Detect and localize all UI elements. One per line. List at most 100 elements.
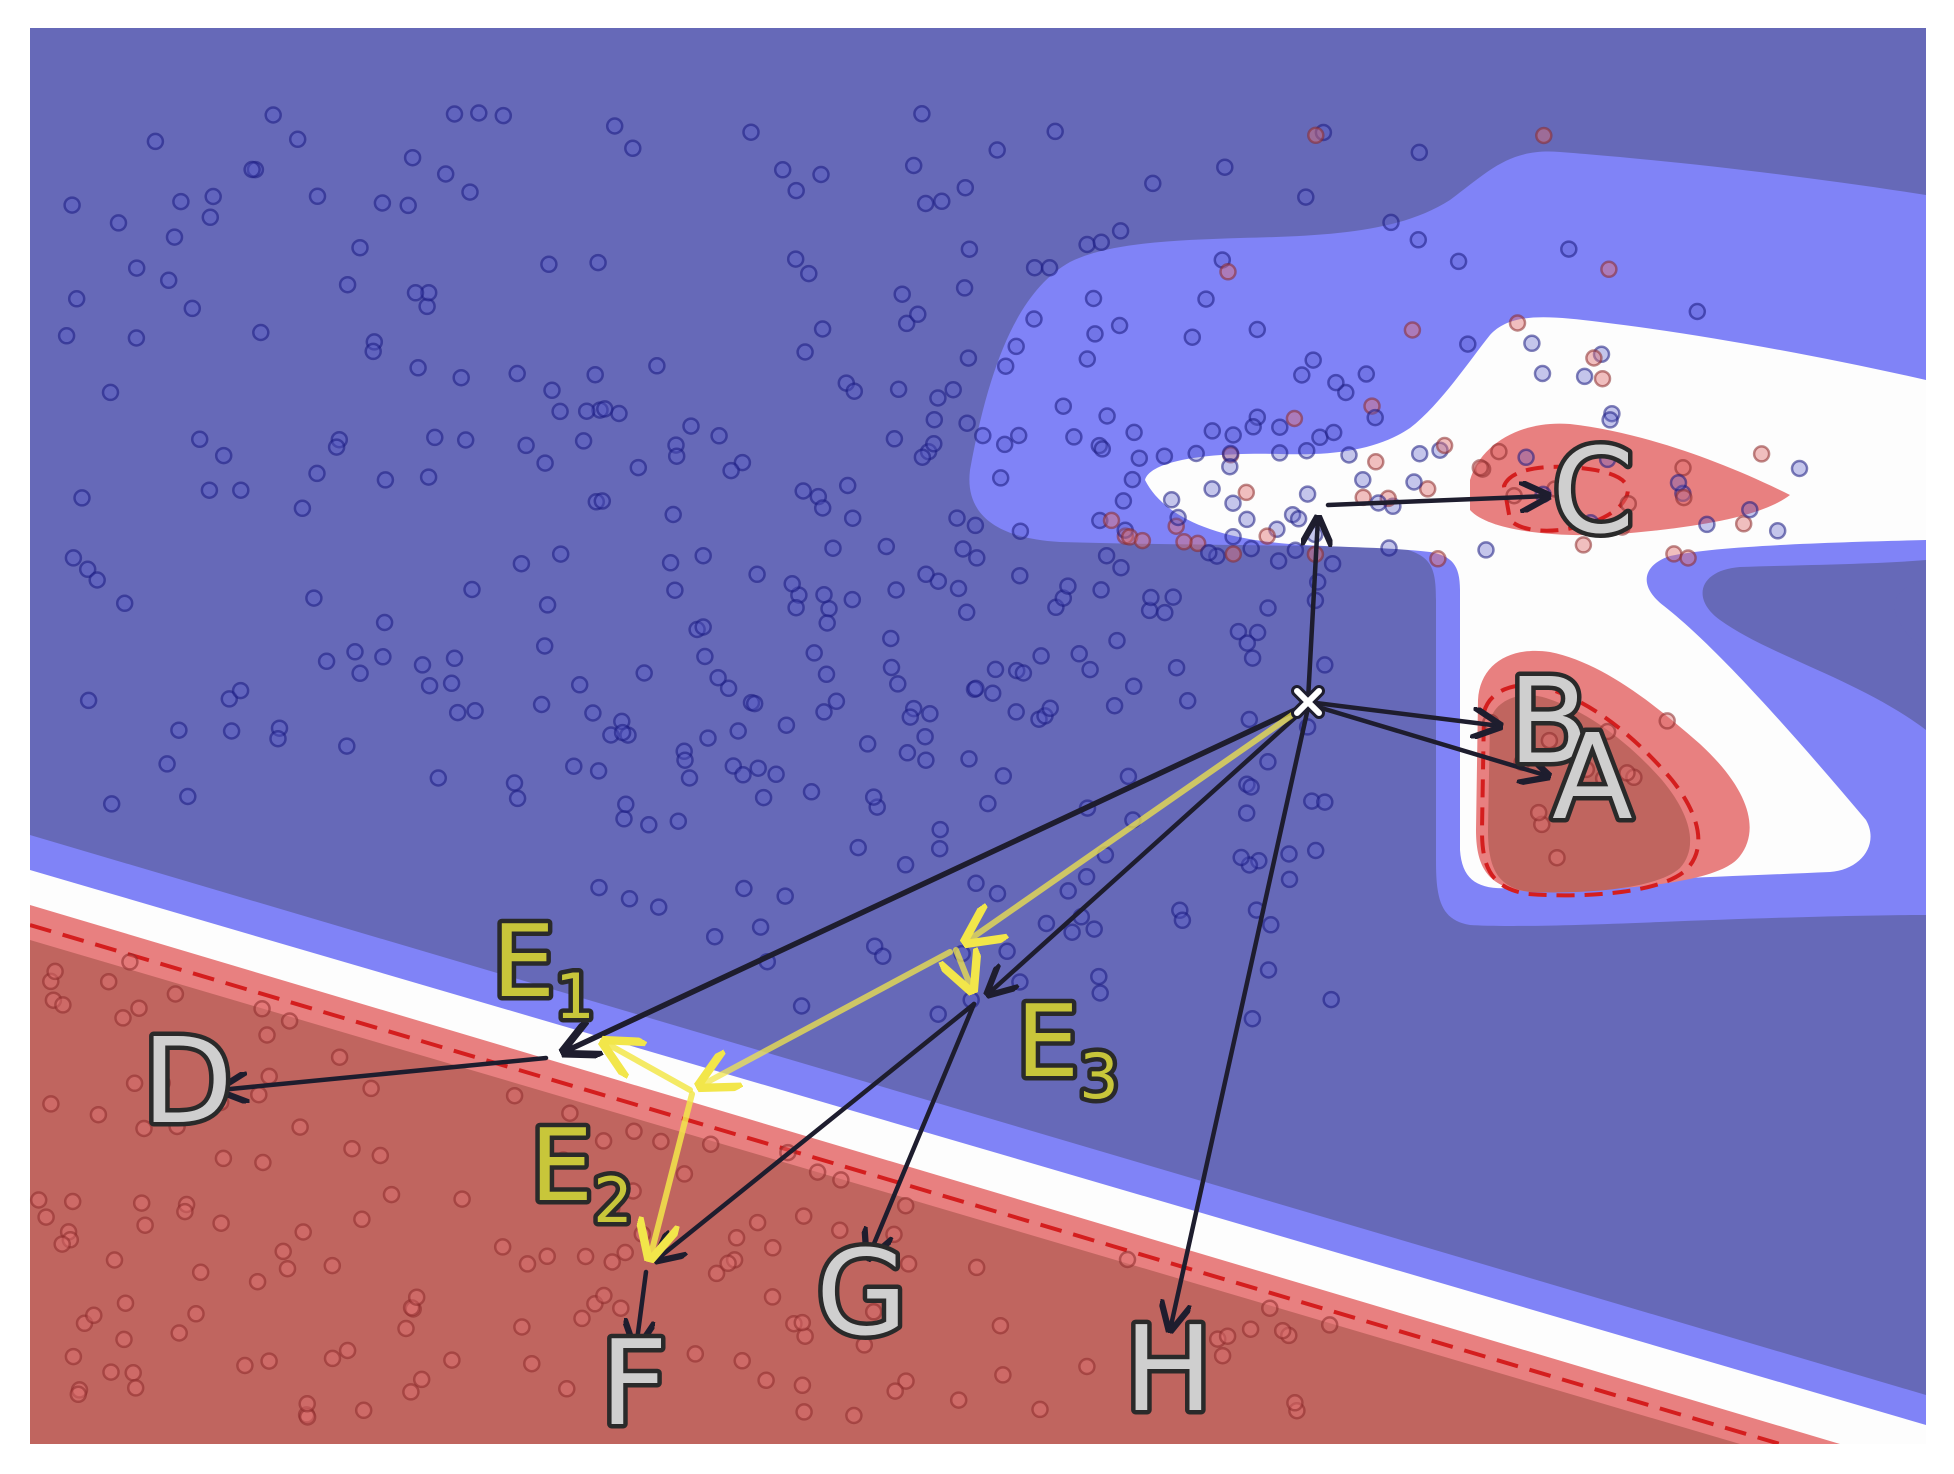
red-point — [505, 1086, 524, 1105]
blue-point — [629, 458, 648, 477]
blue-point — [264, 106, 282, 124]
blue-point — [1155, 447, 1174, 465]
blue-point — [466, 702, 484, 720]
blue-point — [661, 554, 680, 572]
blue-point — [1007, 337, 1025, 356]
blue-point — [874, 947, 892, 965]
blue-point — [536, 454, 554, 472]
blue-point — [1114, 492, 1133, 510]
blue-point — [127, 259, 146, 277]
blue-point — [748, 565, 766, 584]
blue-point — [1324, 423, 1343, 442]
red-point — [54, 996, 72, 1014]
red-point — [808, 1163, 827, 1181]
red-point — [625, 1122, 643, 1141]
red-point — [236, 1356, 254, 1375]
red-point — [1224, 545, 1243, 563]
blue-point — [995, 435, 1014, 454]
red-point — [899, 1255, 918, 1273]
red-point — [323, 1349, 342, 1368]
red-point — [624, 1182, 642, 1200]
red-point — [1133, 531, 1152, 550]
blue-point — [204, 187, 222, 206]
red-point — [170, 1324, 188, 1342]
blue-point — [146, 132, 165, 151]
blue-point — [958, 414, 976, 432]
blue-point — [269, 729, 287, 748]
blue-point — [1280, 870, 1299, 889]
blue-point — [88, 571, 106, 589]
red-point — [594, 1132, 613, 1150]
arrow-yellow-to-E2 — [700, 949, 953, 1086]
red-point — [1613, 518, 1631, 536]
blue-point — [308, 464, 326, 483]
blue-point — [73, 489, 91, 507]
red-point — [1031, 1400, 1049, 1419]
arrow-E3-to-G — [868, 1001, 977, 1258]
red-point — [1435, 436, 1454, 455]
red-point — [298, 1408, 317, 1426]
blue-point — [1092, 233, 1111, 252]
blue-point — [988, 141, 1006, 159]
red-point — [831, 1221, 849, 1240]
blue-point — [948, 509, 966, 527]
blue-point — [590, 878, 608, 897]
blue-point — [1698, 515, 1716, 534]
red-point — [253, 1000, 271, 1018]
blue-point — [904, 156, 923, 175]
label-E3-sub: 3 — [1079, 1040, 1118, 1113]
blue-point — [190, 430, 209, 449]
red-point — [343, 1139, 361, 1158]
blue-point — [376, 471, 395, 489]
blue-point — [1203, 422, 1222, 440]
red-point — [191, 1263, 210, 1282]
blue-point — [1410, 143, 1429, 162]
blue-point — [1221, 457, 1239, 476]
blue-point — [827, 692, 846, 711]
blue-point — [818, 614, 836, 632]
label-E3-main: E — [1016, 983, 1079, 1100]
blue-point — [979, 794, 997, 813]
red-point — [1320, 1316, 1339, 1334]
arrow-to-H — [1170, 705, 1311, 1330]
blue-point — [635, 664, 653, 682]
blue-point — [1110, 316, 1129, 335]
blue-point — [817, 665, 836, 684]
arrow-to-C — [1325, 496, 1548, 505]
blue-point — [201, 208, 220, 227]
red-point — [1175, 533, 1193, 551]
blue-point — [776, 887, 794, 905]
arrow-yellow-to-E3 — [956, 947, 972, 990]
red-point — [845, 1406, 863, 1425]
blue-point — [745, 694, 764, 713]
blue-point — [1304, 351, 1322, 369]
blue-point — [512, 554, 531, 573]
blue-point — [916, 194, 935, 213]
red-point — [633, 1225, 652, 1243]
red-point — [274, 1242, 292, 1261]
blue-point — [929, 1005, 947, 1023]
blue-point — [1327, 373, 1345, 392]
blue-point — [1046, 122, 1064, 141]
red-point — [89, 1105, 108, 1124]
red-point — [44, 991, 63, 1009]
red-point — [1658, 712, 1676, 730]
blue-point — [722, 461, 740, 480]
red-point — [1679, 549, 1697, 567]
blue-point — [1009, 426, 1028, 445]
blue-point — [1085, 920, 1103, 938]
blue-point — [620, 890, 639, 908]
scatter-points — [29, 104, 1809, 1426]
label-E1-sub: 1 — [555, 960, 594, 1033]
red-point — [1219, 263, 1237, 281]
red-point — [603, 1253, 621, 1271]
arrow-to-F — [636, 1269, 646, 1348]
red-point — [513, 1318, 531, 1336]
blue-point — [584, 704, 602, 722]
blue-point — [373, 194, 392, 212]
blue-point — [1269, 552, 1288, 570]
red-point — [719, 1254, 737, 1273]
blue-point — [676, 751, 694, 769]
blue-point — [988, 884, 1007, 903]
blue-point — [463, 580, 481, 599]
